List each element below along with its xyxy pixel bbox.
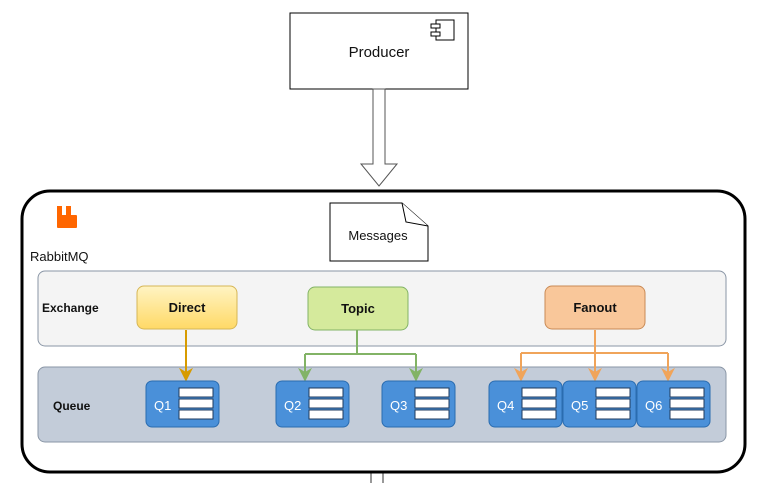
- queue-label: Q5: [571, 398, 588, 413]
- queue-stack-icon: [414, 387, 450, 420]
- exchange-fanout[interactable]: Fanout: [544, 285, 646, 330]
- messages-label: Messages: [348, 228, 408, 243]
- queue-q2[interactable]: Q2: [275, 380, 350, 428]
- queue-q6[interactable]: Q6: [636, 380, 711, 428]
- producer-label: Producer: [349, 44, 410, 61]
- queue-label: Q1: [154, 398, 171, 413]
- producer-node[interactable]: Producer: [289, 12, 469, 90]
- binding-topic-trunk: [305, 330, 416, 355]
- queue-stack-icon: [521, 387, 557, 420]
- queue-q5[interactable]: Q5: [562, 380, 637, 428]
- queue-q1[interactable]: Q1: [145, 380, 220, 428]
- queues: Q1 Q2 Q3 Q4 Q5 Q6: [145, 380, 711, 428]
- exchange-row-label: Exchange: [42, 301, 99, 315]
- queue-label: Q2: [284, 398, 301, 413]
- queue-label: Q4: [497, 398, 514, 413]
- flow-arrow: [359, 88, 399, 187]
- queue-q3[interactable]: Q3: [381, 380, 456, 428]
- broker-label: RabbitMQ: [30, 249, 89, 264]
- queue-stack-icon: [178, 387, 214, 420]
- exchange-direct[interactable]: Direct: [136, 285, 238, 330]
- queue-stack-icon: [308, 387, 344, 420]
- component-icon: [430, 19, 455, 41]
- queue-q4[interactable]: Q4: [488, 380, 563, 428]
- queue-stack-icon: [595, 387, 631, 420]
- exchange-direct-label: Direct: [169, 300, 207, 315]
- queue-label: Q6: [645, 398, 662, 413]
- exchange-topic-label: Topic: [341, 301, 375, 316]
- messages-document: Messages: [329, 202, 429, 262]
- exchange-fanout-label: Fanout: [573, 300, 617, 315]
- rabbitmq-logo-icon: [57, 206, 77, 228]
- exchange-topic[interactable]: Topic: [307, 286, 409, 331]
- queue-row-label: Queue: [53, 399, 91, 413]
- queue-stack-icon: [669, 387, 705, 420]
- queue-label: Q3: [390, 398, 407, 413]
